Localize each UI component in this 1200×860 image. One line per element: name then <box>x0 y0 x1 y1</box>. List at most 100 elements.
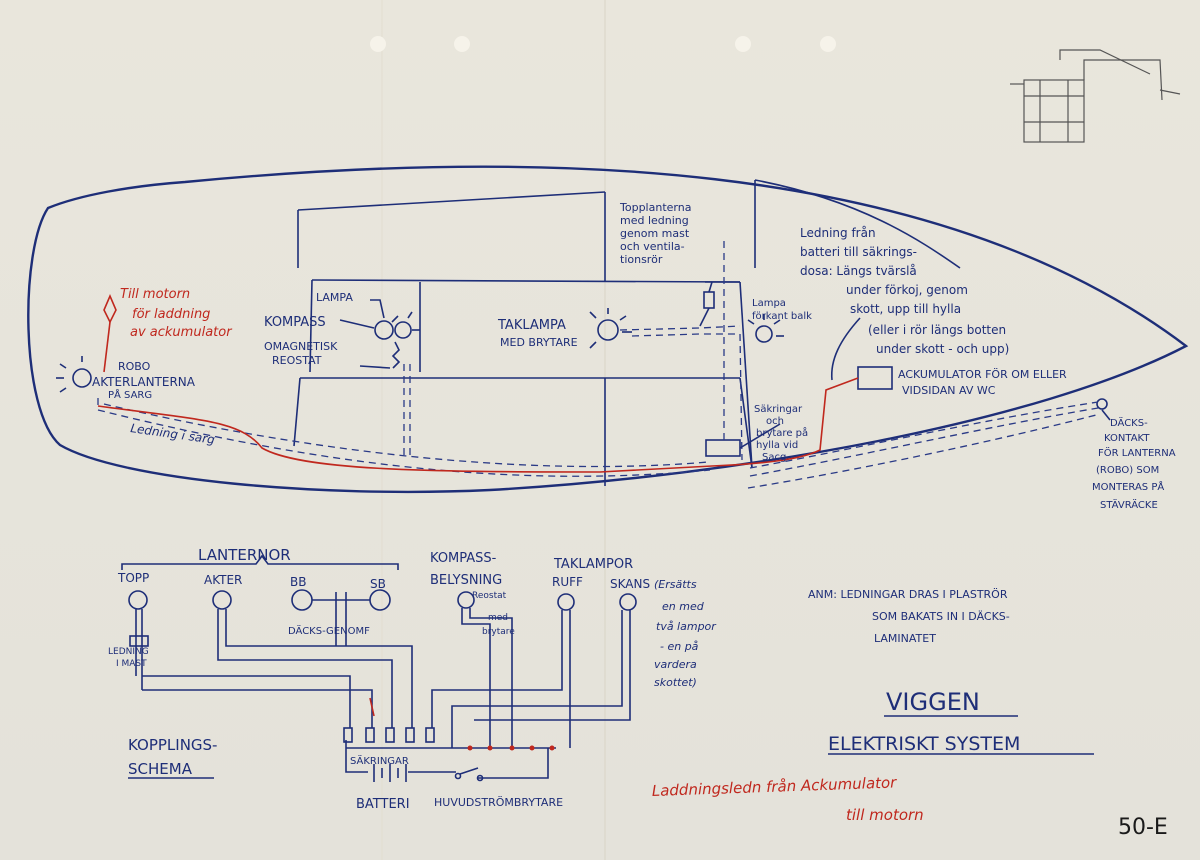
drawing-subtitle: ELEKTRISKT SYSTEM <box>828 733 1020 755</box>
topp-lamp-icon <box>128 590 148 610</box>
reostat-line-2: med <box>488 613 508 623</box>
ledning-fran-line-6: (eller i rör längs botten <box>868 323 1006 337</box>
anm-line-3: LAMINATET <box>874 632 936 645</box>
ledning-mast-label-2: I MAST <box>116 659 147 669</box>
laddning-line-2: till motorn <box>846 806 924 824</box>
punch-hole-4 <box>820 36 836 52</box>
ledning-fran-line-4: under förkoj, genom <box>846 283 968 297</box>
ersatts-line-4: - en på <box>660 640 699 653</box>
bb-lamp-icon <box>291 589 313 611</box>
kompass-label: KOMPASS <box>264 315 326 330</box>
ledning-mast-label-1: LEDNING <box>108 647 149 657</box>
mast-plug-icon <box>699 281 715 327</box>
pencil-sketch <box>1010 49 1181 143</box>
hull-outline <box>27 165 1189 494</box>
taklampa-icon <box>589 308 632 349</box>
red-charging-route <box>97 377 859 473</box>
dacksgenomf-label: DÄCKS-GENOMF <box>288 624 370 637</box>
taklampor-label: TAKLAMPOR <box>553 557 633 572</box>
sakringar-line-1: Säkringar <box>754 404 803 415</box>
sakringar-line-4: hylla vid <box>756 440 798 451</box>
sb-label: SB <box>370 577 386 591</box>
reostat-label: REOSTAT <box>272 354 322 367</box>
ledning-fran-line-3: dosa: Längs tvärslå <box>800 264 917 278</box>
sakringar-line-2: och <box>766 416 784 427</box>
sb-lamp-icon <box>369 589 391 611</box>
vidsidan-label: VIDSIDAN AV WC <box>902 384 996 397</box>
anm-line-1: ANM: LEDNINGAR DRAS I PLASTRÖR <box>808 588 1008 601</box>
anm-line-2: SOM BAKATS IN I DÄCKS- <box>872 610 1010 623</box>
akter-lamp-icon <box>212 590 232 610</box>
sakringar-note: Säkringar och brytare på hylla vid Sacg <box>754 404 808 463</box>
ledning-fran-line-1: Ledning från <box>800 226 876 240</box>
batteri-label: BATTERI <box>356 797 410 812</box>
akterlanterna-icon <box>56 356 92 393</box>
dackskontakt-line-5: MONTERAS PÅ <box>1092 480 1164 493</box>
ersatts-note: (Ersätts en med två lampor - en på varde… <box>654 578 717 689</box>
till-motor-line-2: för laddning <box>132 307 210 322</box>
ersatts-line-5: vardera <box>654 658 697 671</box>
kompass-belysning-label-2: BELYSNING <box>430 573 502 588</box>
skans-label: SKANS <box>610 577 650 591</box>
sakringar-box-icon <box>705 439 741 457</box>
reostat-line-1: Reostat <box>472 591 507 601</box>
topplanterna-line-3: genom mast <box>620 227 690 240</box>
red-arrow-icon <box>103 293 117 324</box>
ackumulator-box-icon <box>857 366 893 390</box>
cabin-structure <box>293 179 961 486</box>
till-motor-line-1: Till motorn <box>120 287 190 302</box>
dackskontakt-line-2: KONTAKT <box>1104 433 1150 444</box>
dackskontakt-line-4: (ROBO) SOM <box>1096 465 1159 476</box>
huvudstrombrytare-label: HUVUDSTRÖMBRYTARE <box>434 796 563 809</box>
cable-routes <box>97 240 1101 489</box>
schema-wiring <box>129 592 631 779</box>
akterlanterna-label: AKTERLANTERNA <box>92 375 196 389</box>
kompass-schema-lamp-icon <box>457 591 475 609</box>
anm-note: ANM: LEDNINGAR DRAS I PLASTRÖR SOM BAKAT… <box>808 588 1010 645</box>
robo-label: ROBO <box>118 360 151 373</box>
laddning-line-1: Laddningsledn från Ackumulator <box>652 773 898 800</box>
topplanterna-line-2: med ledning <box>620 214 689 227</box>
topplanterna-line-5: tionsrör <box>620 253 663 266</box>
sheet-number: 50-E <box>1118 815 1168 840</box>
sakringar-line-3: brytare på <box>756 426 808 439</box>
laddning-note: Laddningsledn från Ackumulator till moto… <box>652 773 924 824</box>
topplanterna-line-1: Topplanterna <box>619 201 691 214</box>
lampa-label: LAMPA <box>316 291 353 304</box>
reostat-schema-note: Reostat med brytare <box>472 591 515 637</box>
red-fuse-dots <box>369 697 555 751</box>
ersatts-line-3: två lampor <box>656 620 717 633</box>
ackumulator-label: ACKUMULATOR FÖR OM ELLER <box>898 368 1067 381</box>
dackskontakt-line-1: DÄCKS- <box>1110 416 1148 429</box>
drawing-title: VIGGEN <box>886 688 980 716</box>
ersatts-line-6: skottet) <box>654 676 697 689</box>
dackskontakt-line-6: STÄVRÄCKE <box>1100 498 1158 511</box>
lampa-forkant-note: Lampa förkant balk <box>752 298 812 322</box>
med-brytare-label: MED BRYTARE <box>500 336 578 349</box>
lanternor-bracket <box>121 554 399 570</box>
ersatts-line-1: (Ersätts <box>654 578 697 591</box>
till-motor-note: Till motorn för laddning av ackumulator <box>120 287 233 340</box>
topp-label: TOPP <box>117 571 149 585</box>
bb-label: BB <box>290 575 306 589</box>
sakringar-schema-label: SÄKRINGAR <box>350 754 409 767</box>
battery-icon <box>373 764 407 782</box>
kopplings-label-1: KOPPLINGS- <box>128 736 217 754</box>
dackskontakt-line-3: FÖR LANTERNA <box>1098 446 1176 459</box>
punch-hole-1 <box>370 36 386 52</box>
taklampa-label: TAKLAMPA <box>497 318 566 333</box>
kompass-belysning-label-1: KOMPASS- <box>430 551 497 566</box>
ledning-fran-line-2: batteri till säkrings- <box>800 245 917 259</box>
main-switch-icon <box>454 767 484 782</box>
punch-hole-2 <box>454 36 470 52</box>
kopplings-label-2: SCHEMA <box>128 760 193 778</box>
pointer-lines <box>339 299 1111 449</box>
fuse-row-icon <box>343 727 435 743</box>
kompass-lamp-icon <box>374 311 420 369</box>
punch-hole-3 <box>735 36 751 52</box>
skans-lamp-icon <box>619 593 637 611</box>
dackskontakt-note: DÄCKS- KONTAKT FÖR LANTERNA (ROBO) SOM M… <box>1092 416 1176 511</box>
ruff-lamp-icon <box>557 593 575 611</box>
lampa-forkant-line-1: Lampa <box>752 298 786 309</box>
